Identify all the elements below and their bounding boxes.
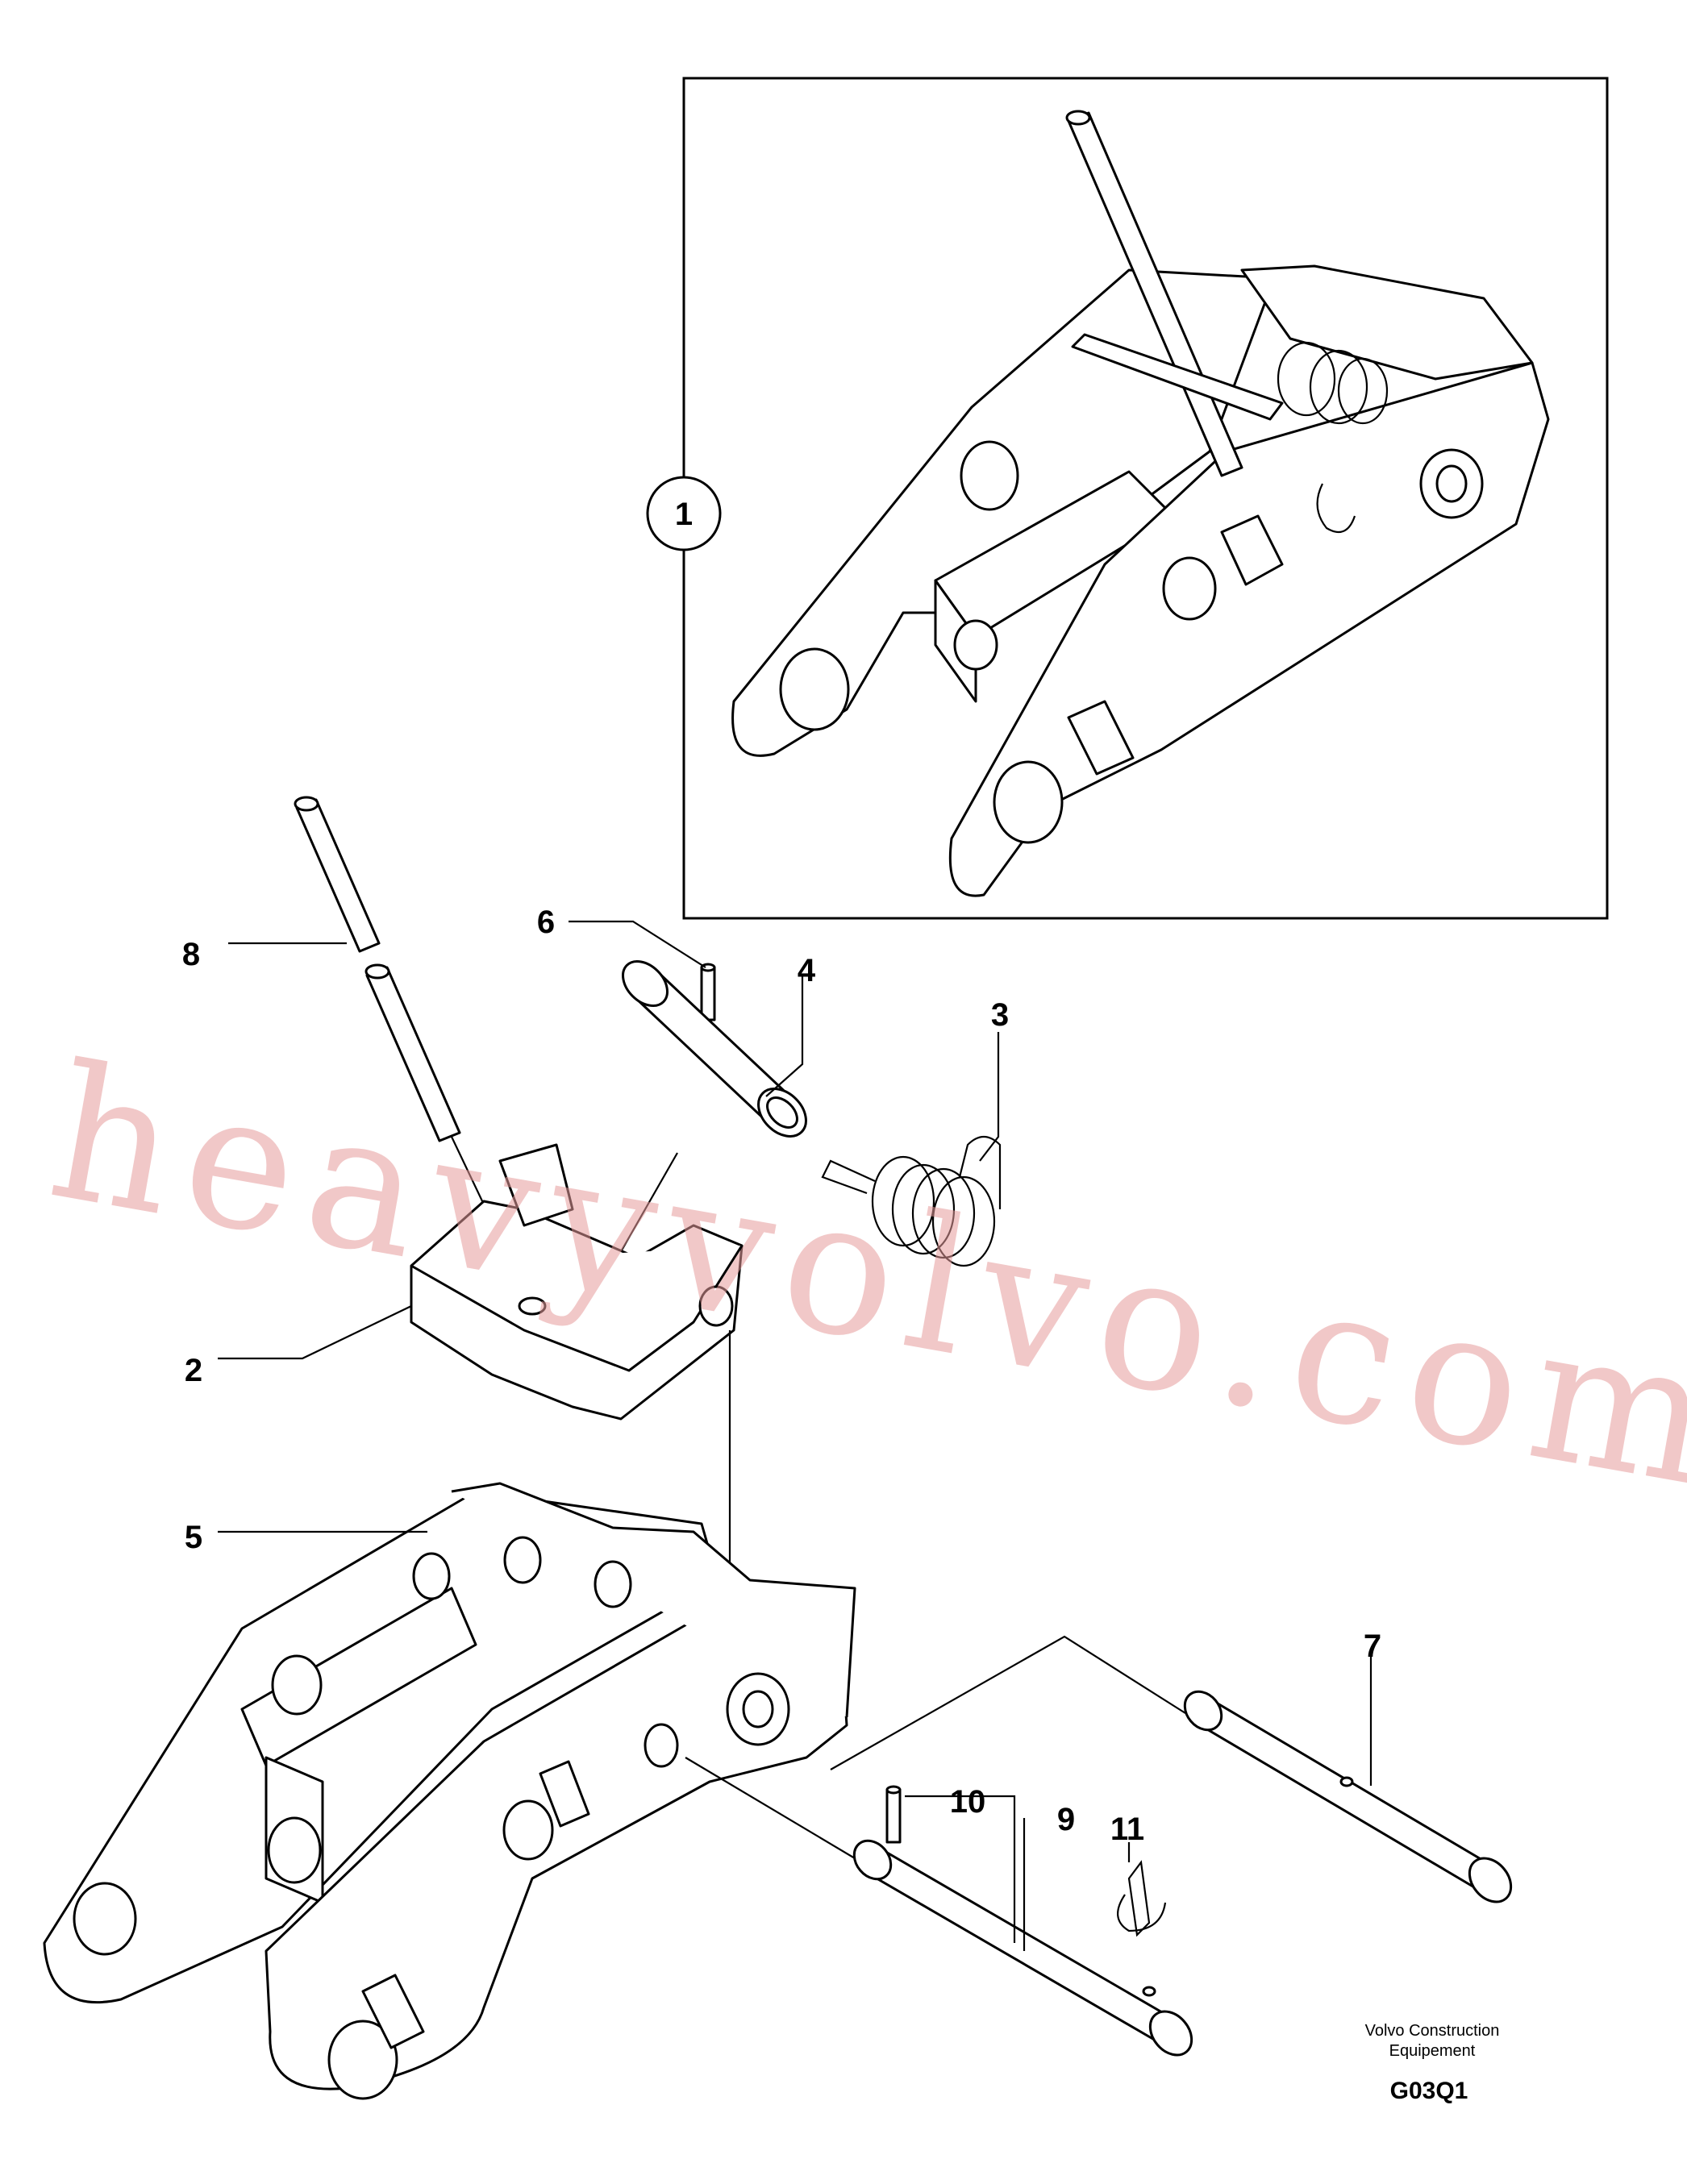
credit-line-1: Volvo Construction <box>1365 2022 1500 2040</box>
inset-callout[interactable]: 1 <box>646 476 722 551</box>
assembly-inset: 1 <box>646 77 1609 920</box>
callout-11[interactable]: 11 <box>1110 1812 1144 1847</box>
callout-5[interactable]: 5 <box>185 1520 202 1555</box>
callout-7[interactable]: 7 <box>1364 1629 1381 1664</box>
inset-callout-label: 1 <box>675 497 693 532</box>
callout-10[interactable]: 10 <box>950 1784 986 1820</box>
inset-quick-coupler-drawing <box>731 110 1550 897</box>
drawing-code: G03Q1 <box>1390 2078 1468 2104</box>
callout-8[interactable]: 8 <box>182 937 200 972</box>
callout-labels: 8 6 4 3 2 5 7 10 9 11 <box>182 905 1381 1847</box>
callout-3[interactable]: 3 <box>991 997 1009 1033</box>
callout-6[interactable]: 6 <box>537 905 555 940</box>
callout-2[interactable]: 2 <box>185 1353 202 1388</box>
part-5-frame[interactable] <box>43 1482 856 2100</box>
callout-9[interactable]: 9 <box>1057 1802 1075 1837</box>
watermark-text: heavyvolvo.com <box>36 1025 1687 1530</box>
part-7-pin[interactable] <box>830 1635 1519 1910</box>
part-2-lock-block[interactable] <box>410 1143 744 1572</box>
part-3-spring[interactable] <box>821 1135 1002 1267</box>
part-6-roll-pin[interactable] <box>700 963 716 1021</box>
part-4-sleeve[interactable] <box>612 953 815 1267</box>
callout-4[interactable]: 4 <box>798 953 816 988</box>
part-10-roll-pin[interactable] <box>885 1785 902 1844</box>
callout-leaders <box>218 920 1373 1951</box>
title-block: Volvo Construction Equipement G03Q1 <box>1365 2022 1500 2104</box>
part-9-pin[interactable] <box>685 1757 1200 2063</box>
credit-line-2: Equipement <box>1389 2042 1476 2060</box>
part-11-lynch-pin[interactable] <box>1117 1860 1167 1937</box>
